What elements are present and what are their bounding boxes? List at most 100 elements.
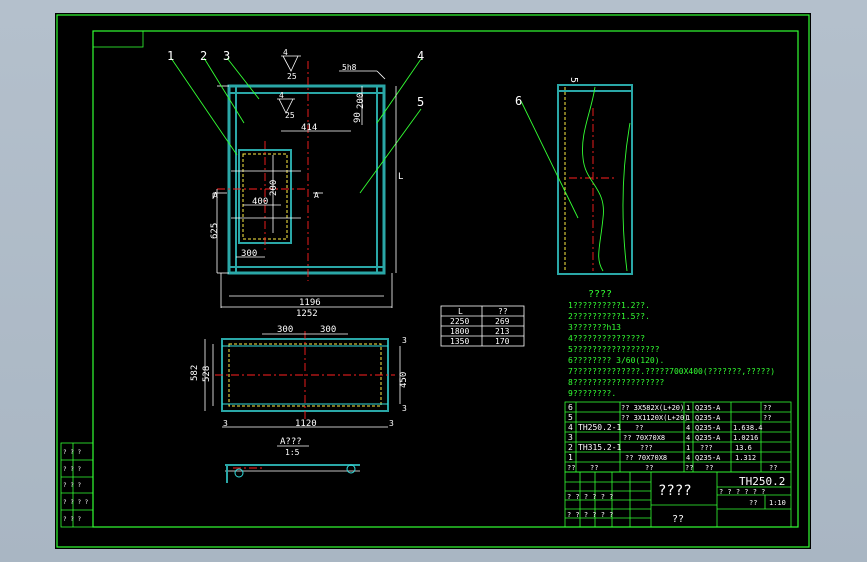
- side-outer-frame: [557, 84, 633, 275]
- bom-header: ??: [685, 464, 693, 472]
- balloon-4: 4: [417, 49, 424, 63]
- title-small-row: ? ? ? ? ? ?: [567, 493, 613, 501]
- bom-name: ??: [635, 424, 643, 432]
- bom-qty: 1: [686, 444, 690, 452]
- weld-label-mid: 25: [285, 111, 295, 120]
- dim-528: 528: [202, 366, 212, 382]
- balloon-1: 1: [167, 49, 174, 63]
- bom-material: Q235-A: [695, 404, 721, 412]
- dim-1252: 1252: [296, 309, 318, 319]
- dim-300: 300: [241, 249, 257, 259]
- bom-code: TH250.2-1: [578, 423, 622, 432]
- dim-3c: 3: [402, 336, 407, 345]
- dim-90: 90: [353, 112, 363, 123]
- notes-heading: ????: [588, 289, 612, 300]
- bom-table: 6 ?? 3X582X(L+20) 1 Q235-A ?? 5 ?? 3X112…: [564, 401, 792, 473]
- note-line: 2??????????1.5??.: [568, 312, 650, 321]
- title-small-row: ? ? ? ? ? ?: [719, 488, 765, 496]
- bom-no: 2: [568, 443, 573, 452]
- part-name: ????: [658, 483, 692, 499]
- l-table-cell: 2250: [450, 317, 469, 326]
- left-strip-text: ? ? ?: [63, 466, 81, 473]
- bom-note: 1.312: [735, 454, 756, 462]
- corner-tag: [92, 30, 144, 48]
- note-line: 1??????????1.2??.: [568, 301, 650, 310]
- cad-drawing: .fr{stroke:#33ff33;fill:none;stroke-widt…: [56, 14, 810, 548]
- dim-3a: 3: [223, 419, 228, 428]
- left-strip: ? ? ? ? ? ? ? ? ? ? ? ? ? ? ? ?: [60, 442, 94, 528]
- detail-a: A??? 1:5: [225, 437, 360, 483]
- dim-450: 450: [399, 372, 409, 388]
- note-line: 3???????h13: [568, 323, 621, 332]
- bom-name: ?? 70X70X8: [623, 434, 665, 442]
- scale-label: ??: [749, 499, 757, 507]
- bom-note: 13.6: [735, 444, 752, 452]
- bom-name: ???: [640, 444, 653, 452]
- balloon-3: 3: [223, 49, 230, 63]
- bom-code: TH315.2-1: [578, 443, 622, 452]
- bom-header: ??: [567, 464, 575, 472]
- bom-material: Q235-A: [695, 414, 721, 422]
- detail-title: A???: [280, 437, 302, 447]
- left-strip-text: ? ? ?: [63, 482, 81, 489]
- label-l: L: [398, 172, 403, 182]
- l-table-cell: 269: [495, 317, 510, 326]
- left-strip-text: ? ? ?: [63, 449, 81, 456]
- bom-material: ???: [700, 444, 713, 452]
- scale-value: 1:10: [769, 499, 786, 507]
- bom-no: 3: [568, 433, 573, 442]
- note-line: 7??????????????.?????700X400(???????,???…: [568, 367, 775, 376]
- bom-qty: 4: [686, 454, 690, 462]
- l-table-cell: 1350: [450, 337, 469, 346]
- bom-qty: 1: [686, 404, 690, 412]
- detail-scale: 1:5: [285, 448, 300, 457]
- l-table-cell: 213: [495, 327, 510, 336]
- bom-material: Q235-A: [695, 424, 721, 432]
- note-line: 5??????????????????: [568, 345, 660, 354]
- bom-header: ??: [705, 464, 713, 472]
- title-small-row: ? ? ? ? ? ?: [567, 511, 613, 519]
- bom-name: ?? 3X582X(L+20): [621, 404, 684, 412]
- dim-200v: 200: [269, 180, 279, 196]
- bom-header: ??: [769, 464, 777, 472]
- weld-code-mid: 4: [279, 91, 284, 100]
- dim-200: 200: [356, 93, 366, 109]
- dim-300b: 300: [320, 325, 336, 335]
- drawing-number: TH250.2: [739, 475, 785, 488]
- company-name: ??: [672, 514, 684, 525]
- cad-viewport[interactable]: .fr{stroke:#33ff33;fill:none;stroke-widt…: [55, 13, 811, 549]
- bom-no: 4: [568, 423, 573, 432]
- l-table: L ?? 2250 269 1800 213 1350 170: [440, 305, 525, 347]
- dim-625: 625: [210, 223, 220, 239]
- l-table-header: L: [458, 307, 463, 316]
- bom-note: ??: [763, 414, 771, 422]
- bom-header: ??: [590, 464, 598, 472]
- balloon-2: 2: [200, 49, 207, 63]
- outer-border: [56, 14, 810, 548]
- front-outer-frame: [227, 84, 386, 275]
- bom-qty: 4: [686, 434, 690, 442]
- bom-qty: 4: [686, 424, 690, 432]
- weld-code-right: 5h8: [342, 63, 357, 72]
- dim-400: 400: [252, 197, 268, 207]
- balloon-6: 6: [515, 94, 522, 108]
- left-strip-text: ? ? ?: [63, 516, 81, 523]
- l-table-header: ??: [498, 307, 508, 316]
- title-block: ? ? ? ? ? ? ? ? ? ? ? ? ???? ?? TH250.2 …: [564, 471, 792, 528]
- bom-no: 1: [568, 453, 573, 462]
- section-a-right: A: [314, 191, 319, 200]
- bom-note: 1.0216: [733, 434, 758, 442]
- bom-header: ??: [645, 464, 653, 472]
- top-view: 300 300 582 528 450 1120 3 3 3 3: [190, 325, 409, 429]
- dim-582: 582: [190, 365, 200, 381]
- l-table-cell: 1800: [450, 327, 469, 336]
- bom-no: 5: [568, 413, 573, 422]
- side-label-5: 5: [568, 77, 579, 83]
- dim-3b: 3: [389, 419, 394, 428]
- left-strip-text: ? ? ? ?: [63, 499, 89, 506]
- inner-border: [92, 30, 799, 528]
- note-line: 4???????????????: [568, 334, 645, 343]
- l-table-cell: 170: [495, 337, 510, 346]
- note-line: 8???????????????????: [568, 378, 665, 387]
- dim-1120: 1120: [295, 419, 317, 429]
